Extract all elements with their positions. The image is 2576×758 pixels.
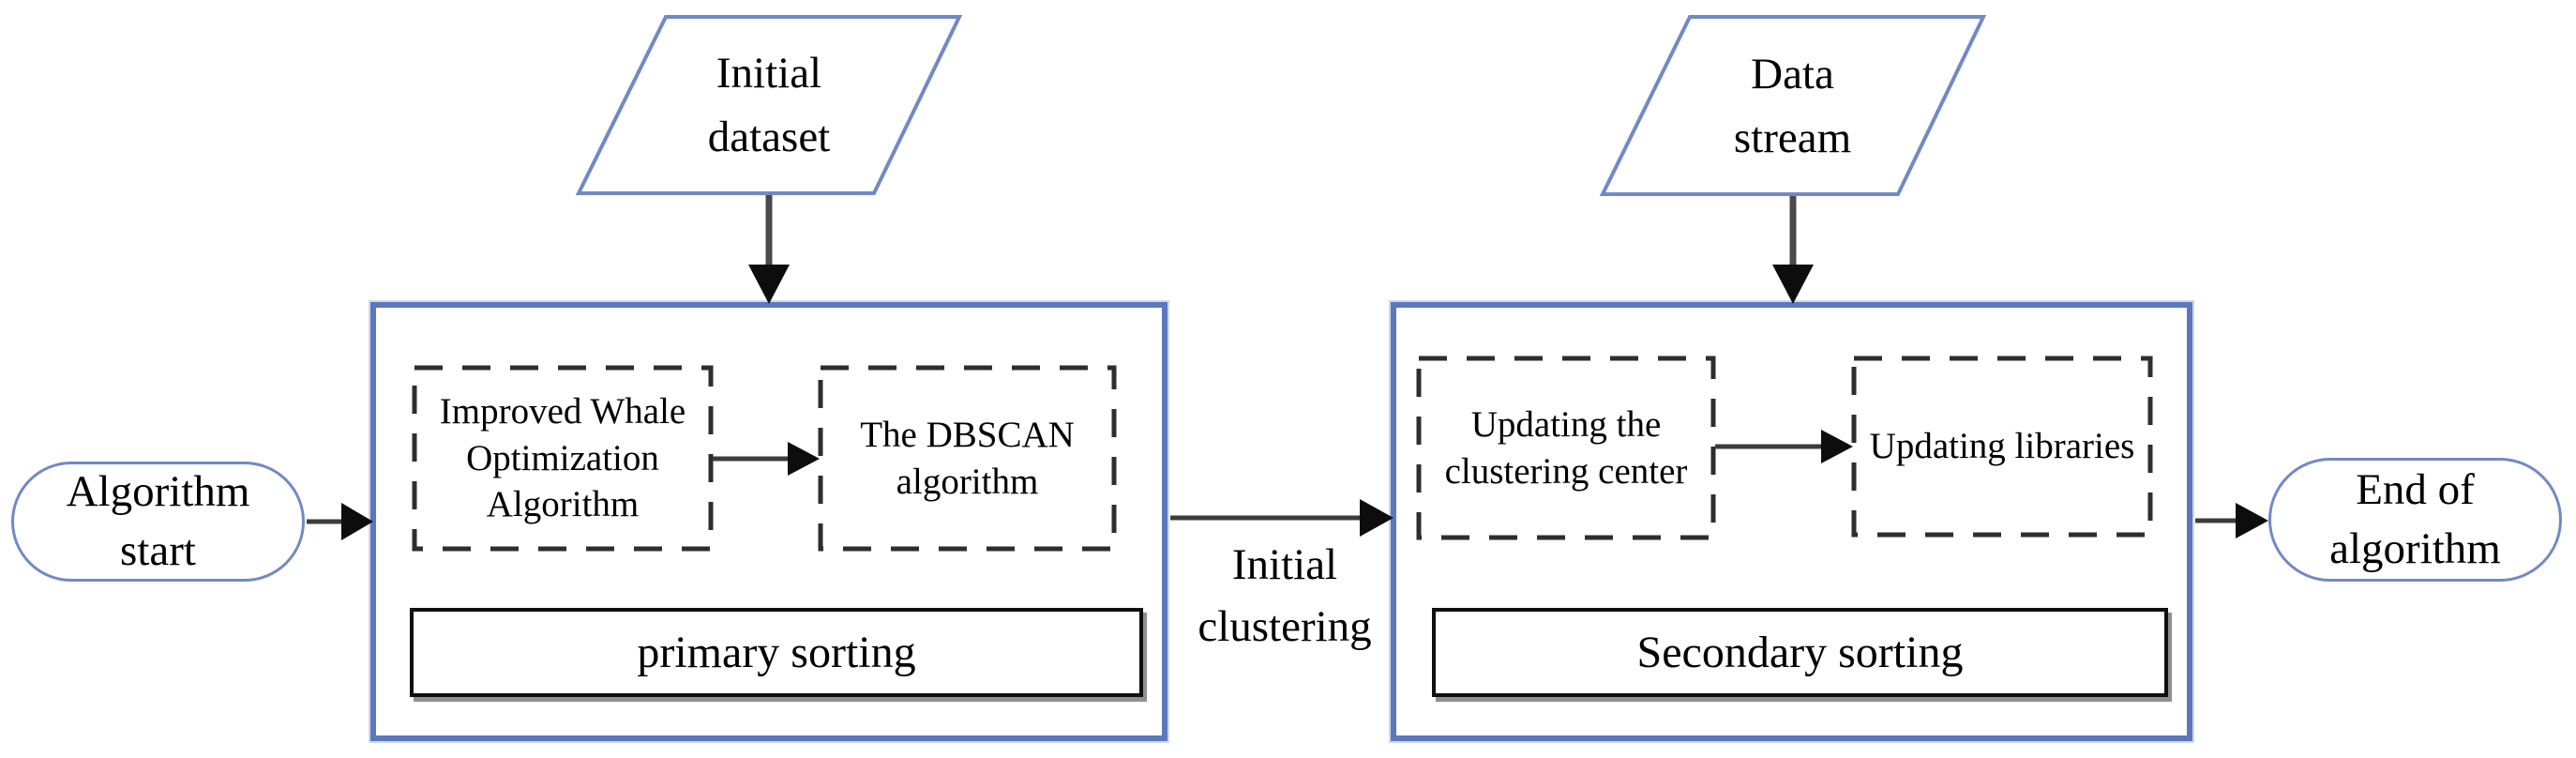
initial-dataset-parallelogram <box>575 15 963 195</box>
whale-to-dbscan-arrow <box>713 442 820 476</box>
dbscan-line2: algorithm <box>896 461 1039 502</box>
algorithm-start-line1: Algorithm <box>66 466 250 516</box>
updating-center-line1: Updating the <box>1470 403 1662 445</box>
dbscan-label: The DBSCAN algorithm <box>821 368 1114 549</box>
primary-sorting-label: primary sorting <box>637 628 916 677</box>
updating-center-dashed-box <box>1416 356 1716 540</box>
initial-dataset-arrow <box>748 195 790 304</box>
data-stream-label: Data stream <box>1602 17 1983 195</box>
end-of-algorithm-line1: End of <box>2356 464 2475 514</box>
dbscan-line1: The DBSCAN <box>860 414 1075 455</box>
initial-clustering-line2: clustering <box>1198 602 1372 651</box>
updating-libraries-line1: Updating libraries <box>1869 426 2135 467</box>
dbscan-dashed-box <box>818 365 1117 552</box>
algorithm-start-node: Algorithm start <box>11 462 305 582</box>
initial-dataset-line2: dataset <box>707 113 831 161</box>
data-stream-line2: stream <box>1733 114 1852 162</box>
primary-sorting-box: primary sorting <box>410 608 1143 697</box>
updating-center-label: Updating the clustering center <box>1419 358 1713 538</box>
end-of-algorithm-line2: algorithm <box>2329 524 2501 573</box>
secondary-sorting-label: Secondary sorting <box>1636 628 1964 677</box>
updating-libraries-label: Updating libraries <box>1854 358 2150 535</box>
end-of-algorithm-node: End of algorithm <box>2268 458 2562 582</box>
start-to-primary-arrow <box>307 503 373 540</box>
improved-whale-line3: Algorithm <box>486 484 640 525</box>
data-stream-parallelogram <box>1599 15 1987 196</box>
secondary-to-end-arrow <box>2195 503 2268 538</box>
initial-dataset-label: Initial dataset <box>579 16 959 194</box>
initial-clustering-label: Initial clustering <box>1174 535 1395 659</box>
initial-clustering-arrow <box>1170 499 1393 537</box>
improved-whale-label: Improved Whale Optimization Algorithm <box>414 368 711 549</box>
initial-clustering-line1: Initial <box>1231 540 1338 590</box>
updating-center-line2: clustering center <box>1444 450 1688 492</box>
improved-whale-dashed-box <box>412 365 714 552</box>
data-stream-arrow <box>1772 196 1814 304</box>
algorithm-start-line2: start <box>120 526 196 575</box>
center-to-libraries-arrow <box>1715 430 1853 463</box>
data-stream-line1: Data <box>1751 49 1834 99</box>
improved-whale-line2: Optimization <box>466 437 659 478</box>
improved-whale-line1: Improved Whale <box>439 390 686 432</box>
secondary-sorting-box: Secondary sorting <box>1432 608 2168 697</box>
initial-dataset-line1: Initial <box>716 48 822 98</box>
updating-libraries-dashed-box <box>1851 356 2153 538</box>
